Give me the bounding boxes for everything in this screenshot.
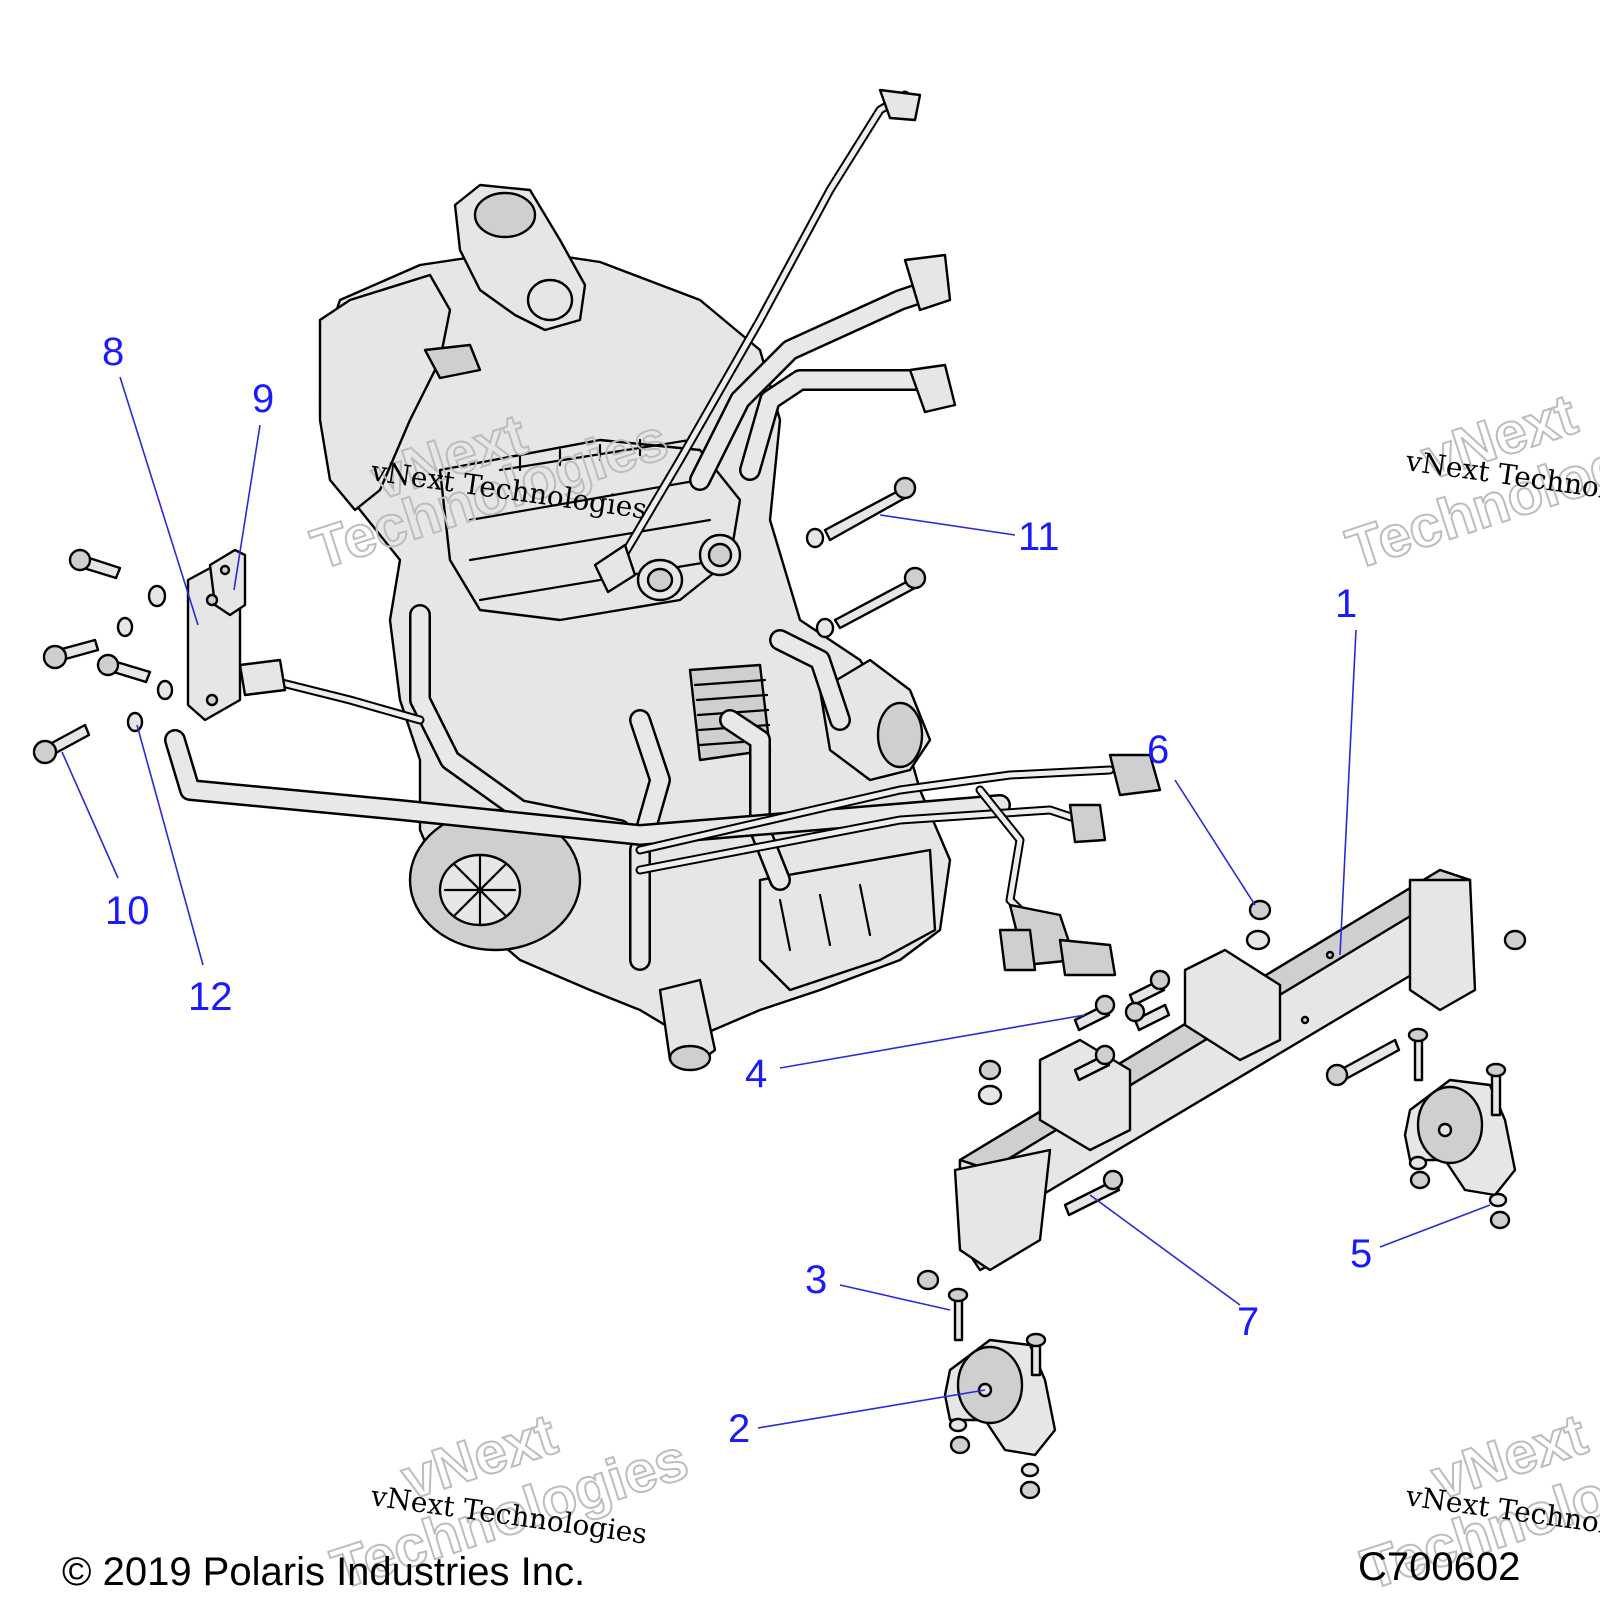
upper-bolts [805, 476, 927, 639]
callout-11: 11 [1018, 515, 1060, 559]
callout-6: 6 [1147, 728, 1169, 772]
crossmember-hardware [977, 899, 1527, 1217]
diagram-code: C700602 [1358, 1545, 1520, 1589]
motor-mount-upper [1403, 1027, 1517, 1230]
wiring-harness [635, 753, 1162, 977]
callout-5: 5 [1350, 1232, 1372, 1276]
callout-4: 4 [745, 1052, 767, 1096]
callout-8: 8 [102, 330, 124, 374]
left-fasteners [32, 548, 174, 765]
engine-assembly [238, 88, 957, 1072]
callout-7: 7 [1237, 1300, 1259, 1344]
callout-12: 12 [188, 975, 233, 1019]
callout-3: 3 [805, 1258, 827, 1302]
callout-10: 10 [105, 889, 150, 933]
crossmember [953, 868, 1477, 1272]
callout-2: 2 [728, 1407, 750, 1451]
callout-1: 1 [1335, 582, 1357, 626]
callout-9: 9 [252, 377, 274, 421]
copyright-text: © 2019 Polaris Industries Inc. [62, 1550, 585, 1594]
callout-labels: 1 2 3 4 5 6 7 8 9 10 11 12 [102, 330, 1372, 1451]
leader-lines [61, 376, 1491, 1429]
motor-mount-lower [916, 1269, 1057, 1500]
engine-mount-bracket [186, 548, 247, 722]
